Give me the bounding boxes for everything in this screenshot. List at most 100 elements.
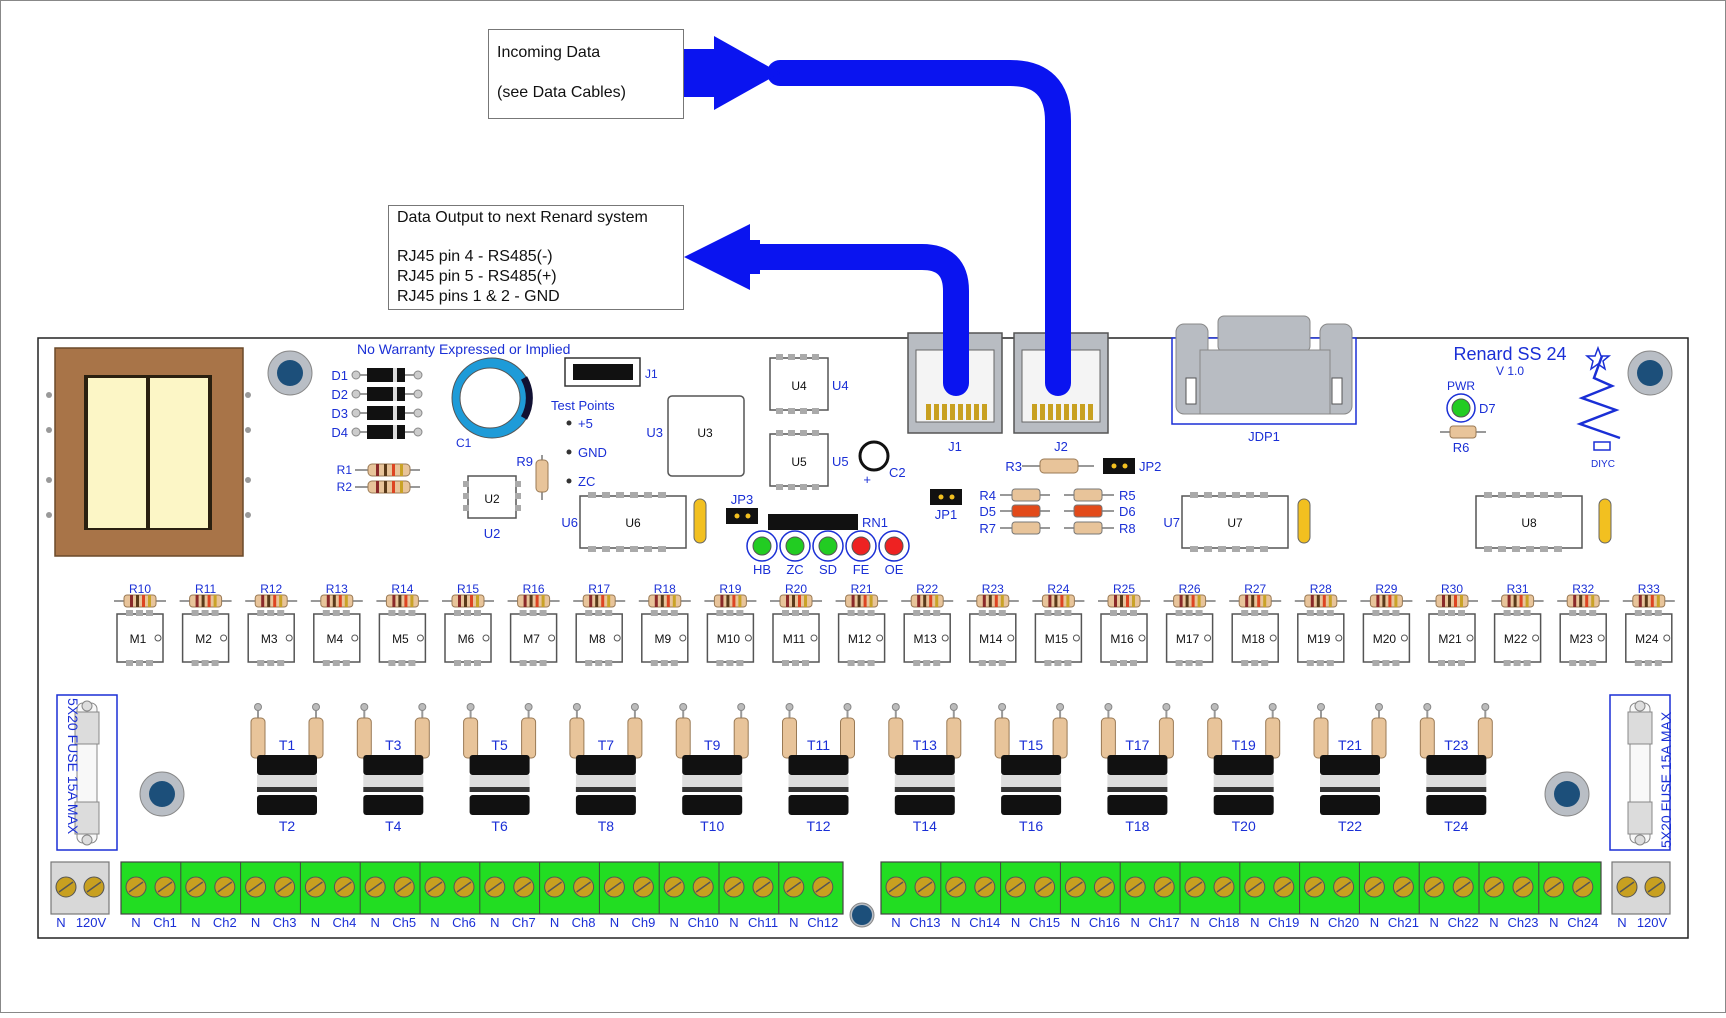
ic-pin	[650, 660, 658, 666]
screw-slot	[1546, 881, 1562, 893]
ic-pin	[1190, 546, 1198, 552]
power-120v-label: 120V	[76, 915, 107, 930]
resistor-band	[136, 595, 139, 607]
triac-label: T17	[1125, 737, 1149, 753]
jumper-pin	[949, 494, 955, 500]
resistor-label: R11	[195, 582, 216, 596]
d7-label: D7	[1479, 401, 1496, 416]
ic-pin	[913, 610, 921, 616]
screw-slot	[635, 881, 651, 893]
led-label: OE	[885, 562, 904, 577]
diode-pad	[413, 427, 423, 437]
resistor-band	[1328, 595, 1332, 607]
terminal-block-left	[120, 861, 844, 915]
ic-pin	[788, 430, 795, 436]
led-label: ZC	[786, 562, 803, 577]
resistor-body	[189, 594, 223, 608]
ic-pin	[605, 660, 613, 666]
ic-pin	[776, 484, 783, 490]
ic-pin	[630, 492, 638, 498]
ic-notch	[1663, 634, 1671, 642]
ic-pin	[322, 610, 330, 616]
resistor-label: R28	[1310, 582, 1332, 596]
ic-pin	[1306, 660, 1314, 666]
ic-pin	[1044, 660, 1052, 666]
triac-resistor	[994, 717, 1010, 759]
triac-body	[1001, 755, 1062, 775]
screw-slot	[367, 881, 383, 893]
ic-pin	[1110, 660, 1117, 666]
resistor-band	[1591, 595, 1595, 607]
triac-label: T11	[807, 737, 830, 753]
triac-body	[1426, 755, 1487, 775]
optocoupler-label: M21	[1438, 632, 1462, 646]
resistor-band	[1048, 595, 1052, 607]
optocoupler-label: M14	[979, 632, 1003, 646]
resistor-body	[1435, 594, 1469, 608]
jdp1-label: JDP1	[1248, 429, 1280, 444]
test-point-label: GND	[578, 445, 607, 460]
resistor-band	[392, 464, 395, 476]
data-output-title: Data Output to next Renard system	[397, 209, 648, 226]
resistor-band	[400, 464, 403, 476]
resistor-body	[1304, 594, 1338, 608]
channel-n-label: N	[1071, 915, 1080, 930]
resistor-band	[1191, 595, 1195, 607]
resistor-band	[988, 595, 992, 607]
capacitor-c2	[858, 440, 890, 472]
ic-notch	[1138, 634, 1146, 642]
resistor-band	[267, 595, 271, 607]
triac-resistor-pad	[1375, 703, 1383, 711]
resistor-band	[376, 464, 379, 476]
resistor-band	[1132, 595, 1135, 607]
ic-pin	[1241, 660, 1249, 666]
triac-body	[682, 755, 743, 775]
ic-pin	[776, 408, 783, 414]
rj45-contact	[934, 404, 939, 420]
ic-pin	[1110, 610, 1117, 616]
channel-label: Ch5	[392, 915, 416, 930]
resistor-band	[1585, 595, 1589, 607]
triac-gap	[682, 775, 743, 787]
ic-notch	[1269, 634, 1277, 642]
screw-slot	[1067, 881, 1083, 893]
rj45-contact	[1080, 404, 1085, 420]
resistor-body	[845, 594, 879, 608]
optocoupler-label: M5	[392, 632, 409, 646]
screw-slot	[1008, 881, 1024, 893]
triac-body	[257, 755, 317, 775]
ic-pin	[1523, 660, 1531, 666]
c2-plus-label: +	[863, 472, 871, 487]
triac-sep	[469, 787, 530, 792]
u5-inner-label: U5	[791, 455, 807, 469]
resistor-band	[595, 595, 599, 607]
ic-pin	[1120, 610, 1127, 616]
triac-resistor	[1207, 717, 1223, 759]
resistor-band	[142, 595, 145, 607]
resistor-band	[1573, 595, 1577, 607]
triac-label: T15	[1019, 737, 1043, 753]
screw-slot	[948, 881, 964, 893]
data-output-line2: RJ45 pin 5 - RS485(+)	[397, 268, 557, 285]
data-output-line3: RJ45 pins 1 & 2 - GND	[397, 288, 560, 305]
resistor-band	[1507, 595, 1511, 607]
screw-slot	[755, 881, 771, 893]
ic-pin	[1372, 660, 1380, 666]
triac-resistor	[627, 717, 643, 759]
transformer-pin	[46, 512, 52, 518]
ic-pin	[201, 610, 209, 616]
ic-pin	[1513, 660, 1521, 666]
d6-label: D6	[1119, 504, 1136, 519]
rj45-label: J1	[948, 439, 962, 454]
resistor-label: R2	[337, 480, 353, 494]
screw-slot	[606, 881, 622, 893]
resistor-label: R1	[337, 463, 353, 477]
triac-body	[682, 795, 743, 815]
fuse-clip	[81, 834, 93, 846]
r4-label: R4	[979, 488, 996, 503]
resistor-band	[1185, 595, 1189, 607]
diode-body	[367, 368, 405, 382]
rj45-contact	[982, 404, 987, 420]
fuse-right-label: 5X20 FUSE 15A MAX	[1658, 711, 1674, 848]
